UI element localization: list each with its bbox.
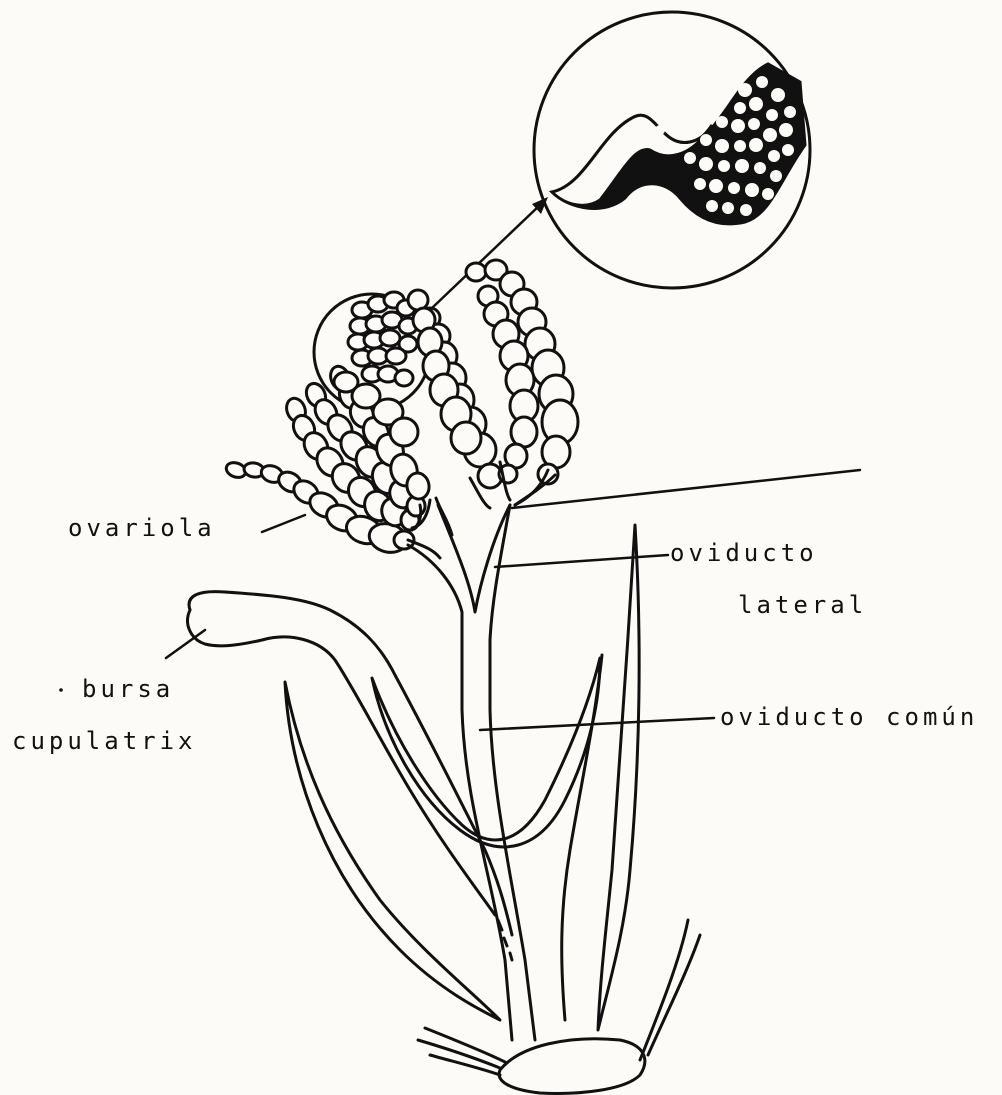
oviducto-lateral-leader <box>495 555 668 567</box>
labels: ovariola oviducto lateral bursa cupulatr… <box>12 514 978 755</box>
accessory-glands <box>285 525 639 1030</box>
ovariole-9-egg <box>511 417 537 447</box>
ovarioles <box>224 260 578 556</box>
label-cupulatrix: cupulatrix <box>12 727 197 755</box>
label-bursa: bursa <box>82 675 174 703</box>
ovariole-7-egg <box>451 422 481 454</box>
label-ovariola: ovariola <box>68 514 216 542</box>
ovariole-5-egg <box>386 348 406 364</box>
magnified-inset <box>534 12 810 288</box>
ovariole-8-egg <box>466 263 486 281</box>
top-leader <box>512 470 860 508</box>
label-oviducto-comun: oviducto común <box>720 703 978 731</box>
ovariole-5-egg <box>390 418 418 446</box>
label-oviducto-lateral-1: oviducto <box>670 539 818 567</box>
bursa-leader <box>166 630 205 658</box>
oviducto-comun-leader <box>480 718 714 730</box>
genital-chamber <box>418 920 700 1093</box>
ovariole-5-egg <box>380 330 400 346</box>
ovariole-5-egg <box>395 370 413 386</box>
stray-mark <box>59 688 63 692</box>
ovariola-leader <box>262 515 305 532</box>
label-oviducto-lateral-2: lateral <box>738 591 867 619</box>
